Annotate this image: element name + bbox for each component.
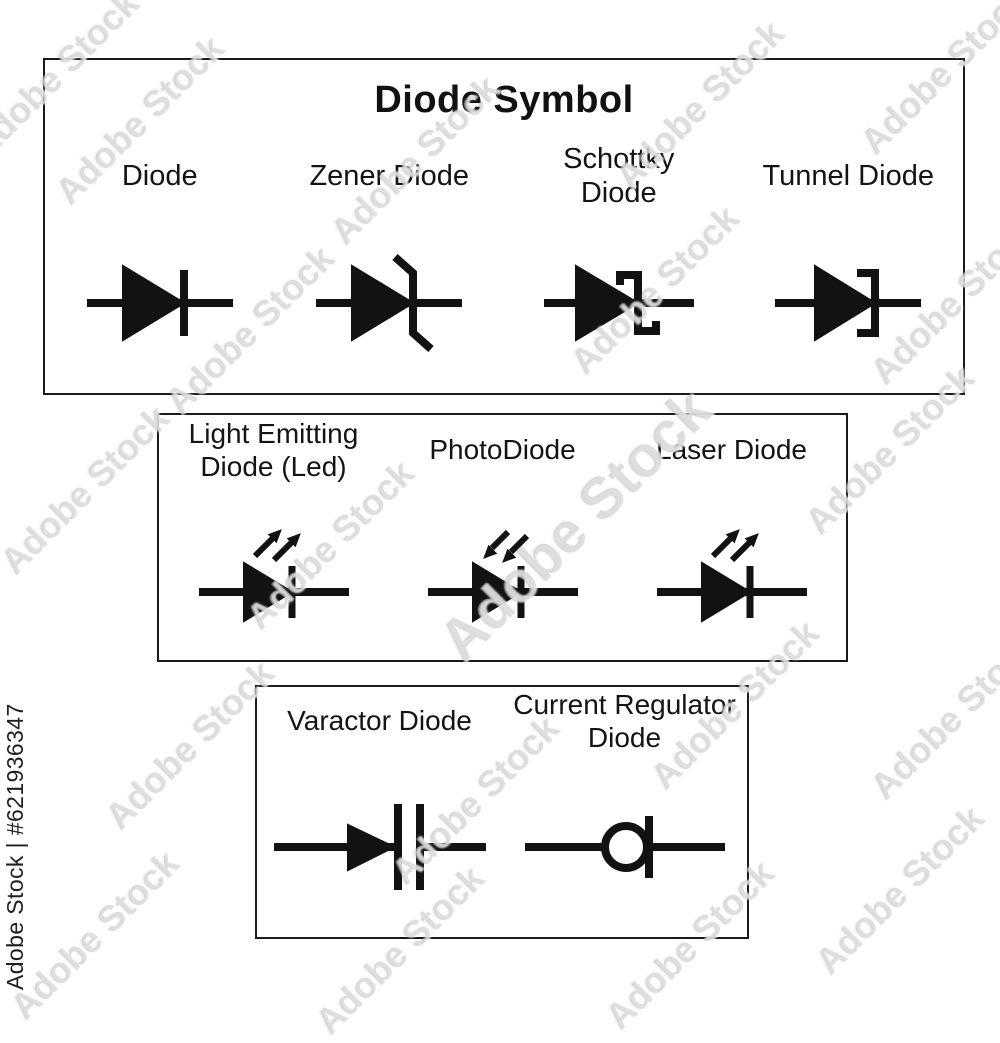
header-label: Varactor Diode: [287, 705, 472, 737]
header-cell-current-regulator-diode: Current Regulator Diode: [502, 687, 747, 756]
header-label: Schottky Diode: [563, 142, 675, 209]
symbol-cell-current-regulator-diode: [502, 756, 747, 937]
watermark-id-text: Adobe Stock | #621936347: [2, 703, 28, 990]
header-cell-led: Light Emitting Diode (Led): [159, 415, 388, 486]
symbol-cell-tunnel-diode: [734, 212, 964, 393]
schottky-diode-icon: [543, 251, 694, 355]
zener-diode-icon: [316, 251, 463, 355]
optical-diode-table: Light Emitting Diode (Led) PhotoDiode La…: [157, 413, 848, 662]
header-cell-photodiode: PhotoDiode: [388, 415, 617, 486]
photodiode-icon: [427, 512, 578, 634]
varactor-diode-icon: [273, 797, 486, 897]
symbol-cell-varactor-diode: [257, 756, 502, 937]
led-icon: [198, 512, 349, 634]
header-label: Light Emitting Diode (Led): [188, 418, 359, 482]
symbol-cell-laser-diode: [617, 486, 846, 660]
table-title-cell: Diode Symbol: [45, 60, 963, 141]
header-label: Current Regulator Diode: [513, 689, 736, 753]
header-cell-zener-diode: Zener Diode: [275, 141, 505, 212]
special-diode-table: Varactor Diode Current Regulator Diode: [255, 685, 749, 939]
watermark-tile: Adobe Stock: [862, 622, 1000, 807]
header-cell-laser-diode: Laser Diode: [617, 415, 846, 486]
symbol-cell-photodiode: [388, 486, 617, 660]
header-cell-tunnel-diode: Tunnel Diode: [734, 141, 964, 212]
symbol-cell-zener-diode: [275, 212, 505, 393]
symbol-cell-diode: [45, 212, 275, 393]
current-regulator-diode-icon: [524, 797, 725, 897]
header-label: Tunnel Diode: [762, 159, 934, 192]
watermark-tile: Adobe Stock: [0, 397, 177, 582]
header-cell-diode: Diode: [45, 141, 275, 212]
symbol-cell-schottky-diode: [504, 212, 734, 393]
laser-diode-icon: [656, 512, 807, 634]
diode-icon: [86, 261, 233, 345]
header-label: Diode: [121, 159, 198, 192]
header-label: PhotoDiode: [429, 434, 576, 466]
header-cell-varactor-diode: Varactor Diode: [257, 687, 502, 756]
header-label: Laser Diode: [656, 434, 807, 466]
watermark-tile: Adobe Stock: [807, 797, 992, 982]
page-title: Diode Symbol: [374, 79, 634, 121]
header-label: Zener Diode: [309, 159, 470, 192]
header-cell-schottky-diode: Schottky Diode: [504, 141, 734, 212]
tunnel-diode-icon: [775, 251, 922, 355]
diode-symbol-table: Diode Symbol Diode Zener Diode Schottky …: [43, 58, 965, 395]
symbol-cell-led: [159, 486, 388, 660]
